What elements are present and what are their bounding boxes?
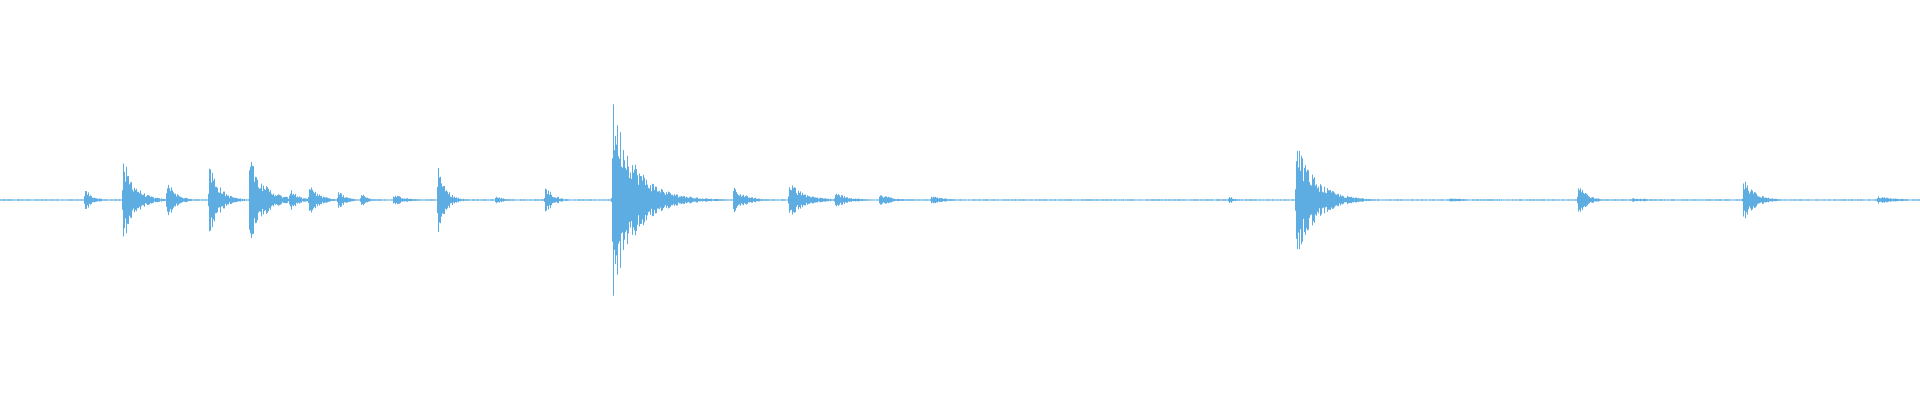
waveform-amplitude-path <box>0 104 1920 296</box>
